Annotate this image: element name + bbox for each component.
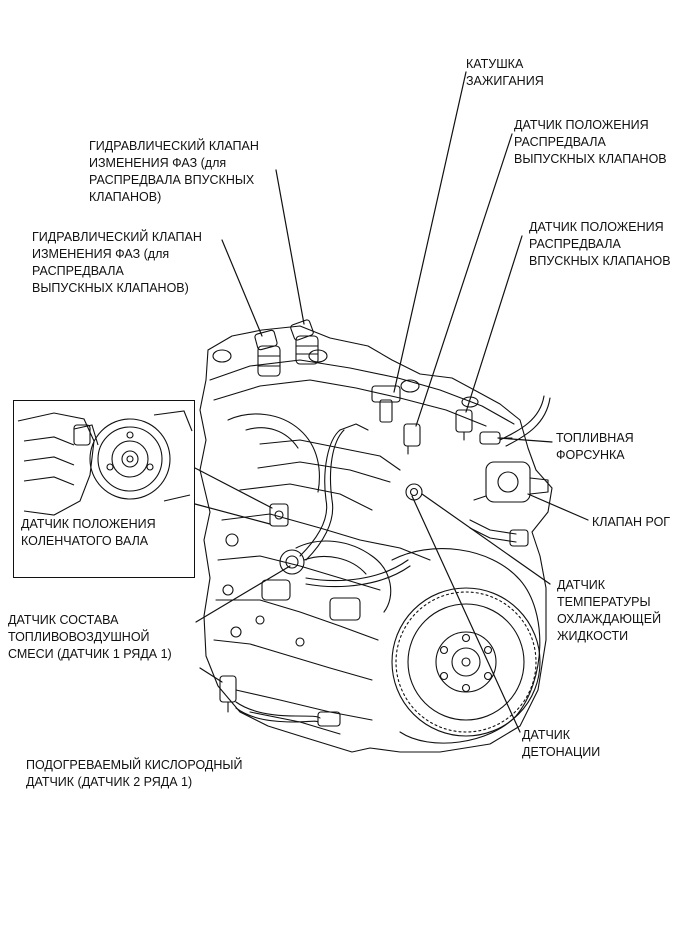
engine-block [199,325,553,753]
label-knock-sensor: ДАТЧИК ДЕТОНАЦИИ [522,728,601,759]
label-ignition-coil: КАТУШКА ЗАЖИГАНИЯ [466,57,544,88]
crank-sensor-inset [13,400,195,578]
label-fuel-injector: ТОПЛИВНАЯ ФОРСУНКА [556,431,634,462]
label-intake-ocv: ГИДРАВЛИЧЕСКИЙ КЛАПАН ИЗМЕНЕНИЯ ФАЗ (для… [89,139,259,204]
wiring-harness [235,423,411,723]
crank-sensor-component [269,503,289,527]
label-crank-sensor: ДАТЧИК ПОЛОЖЕНИЯ КОЛЕНЧАТОГО ВАЛА [21,517,156,548]
label-exhaust-cam-sensor: ДАТЧИК ПОЛОЖЕНИЯ РАСПРЕДВАЛА ВЫПУСКНЫХ К… [514,118,667,166]
intake-ocv-component [290,319,319,365]
intake-cam-sensor-component [455,409,473,441]
label-intake-cam-sensor: ДАТЧИК ПОЛОЖЕНИЯ РАСПРЕДВАЛА ВПУСКНЫХ КЛ… [529,220,671,268]
heated-o2-sensor-component [219,675,341,727]
exhaust-cam-sensor-component [403,423,421,455]
label-af-sensor: ДАТЧИК СОСТАВА ТОПЛИВОВОЗДУШНОЙ СМЕСИ (Д… [8,613,172,661]
label-coolant-temp-sensor: ДАТЧИК ТЕМПЕРАТУРЫ ОХЛАЖДАЮЩЕЙ ЖИДКОСТИ [557,578,662,643]
coolant-temp-sensor-component [405,483,423,501]
af-sensor-component [279,549,305,575]
label-exhaust-ocv: ГИДРАВЛИЧЕСКИЙ КЛАПАН ИЗМЕНЕНИЯ ФАЗ (для… [32,230,202,295]
crank-pulley-illustration [17,410,193,516]
label-heated-o2-sensor: ПОДОГРЕВАЕМЫЙ КИСЛОРОДНЫЙ ДАТЧИК (ДАТЧИК… [26,758,243,789]
ignition-coil-component [371,385,401,423]
label-egr-valve: КЛАПАН РОГ [592,515,671,529]
leader-lines [81,71,589,733]
exhaust-ocv-component [254,329,281,377]
fuel-injector-component [479,431,513,445]
